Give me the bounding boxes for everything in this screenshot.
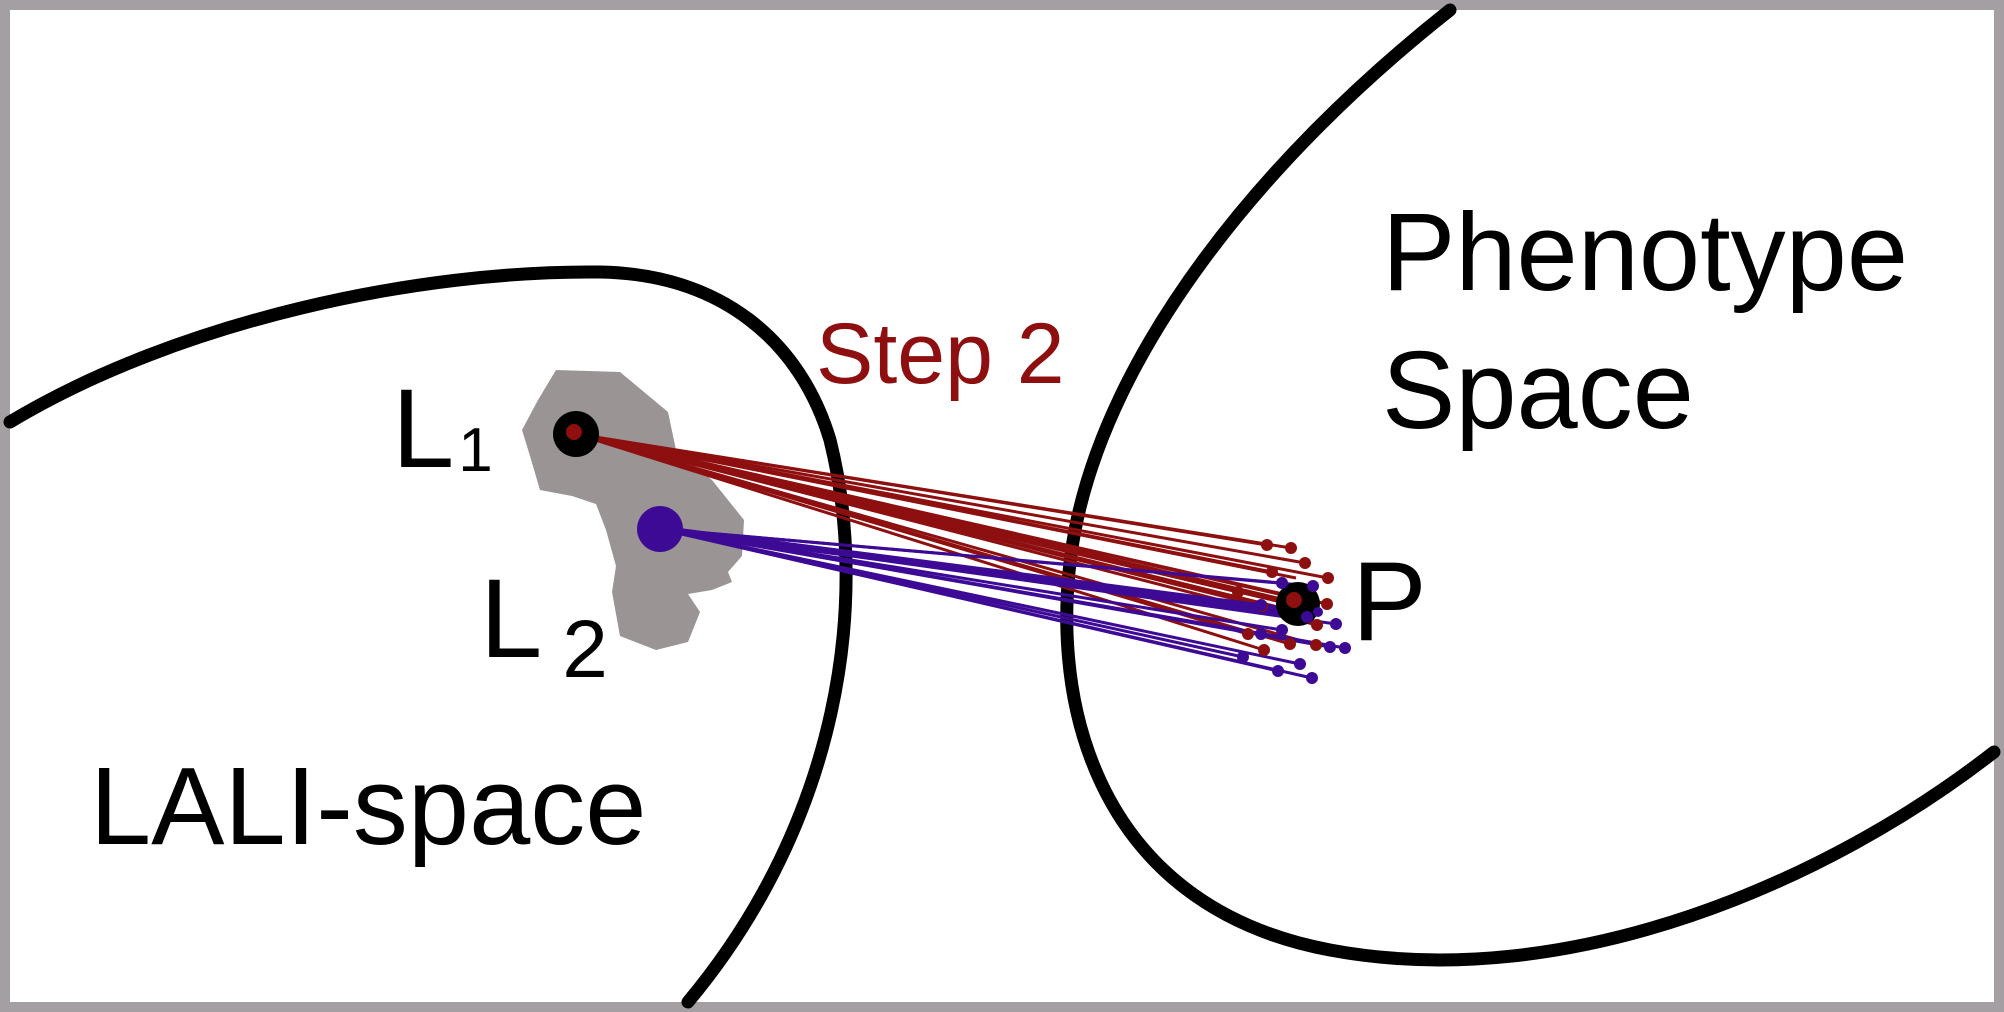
l1-node-red-center (566, 424, 582, 440)
phenotype-space-title-line1: Phenotype (1382, 191, 1908, 314)
purple-endpoint-dots (1237, 577, 1351, 684)
l2-to-p-thick-line (659, 525, 1301, 616)
l1-label-base: L (392, 366, 454, 491)
lali-space-boundary (3, 265, 853, 1009)
l2-label-base: L (480, 556, 542, 681)
lali-space-title: LALI-space (90, 745, 646, 868)
l1-to-p-thick-line (575, 431, 1297, 607)
l2-node-purple-dot-icon (637, 506, 683, 552)
phenotype-space-boundary (1060, 3, 2001, 967)
step-label: Step 2 (816, 306, 1065, 402)
phenotype-space-title-line2: Space (1382, 329, 1694, 452)
lali-cluster-region (522, 370, 744, 650)
p-label: P (1352, 539, 1427, 664)
l1-label-subscript: 1 (458, 416, 492, 485)
l1-label: L1 (392, 366, 493, 491)
p-node-red-center (1286, 592, 1302, 608)
l2-label-subscript: 2 (562, 604, 608, 695)
